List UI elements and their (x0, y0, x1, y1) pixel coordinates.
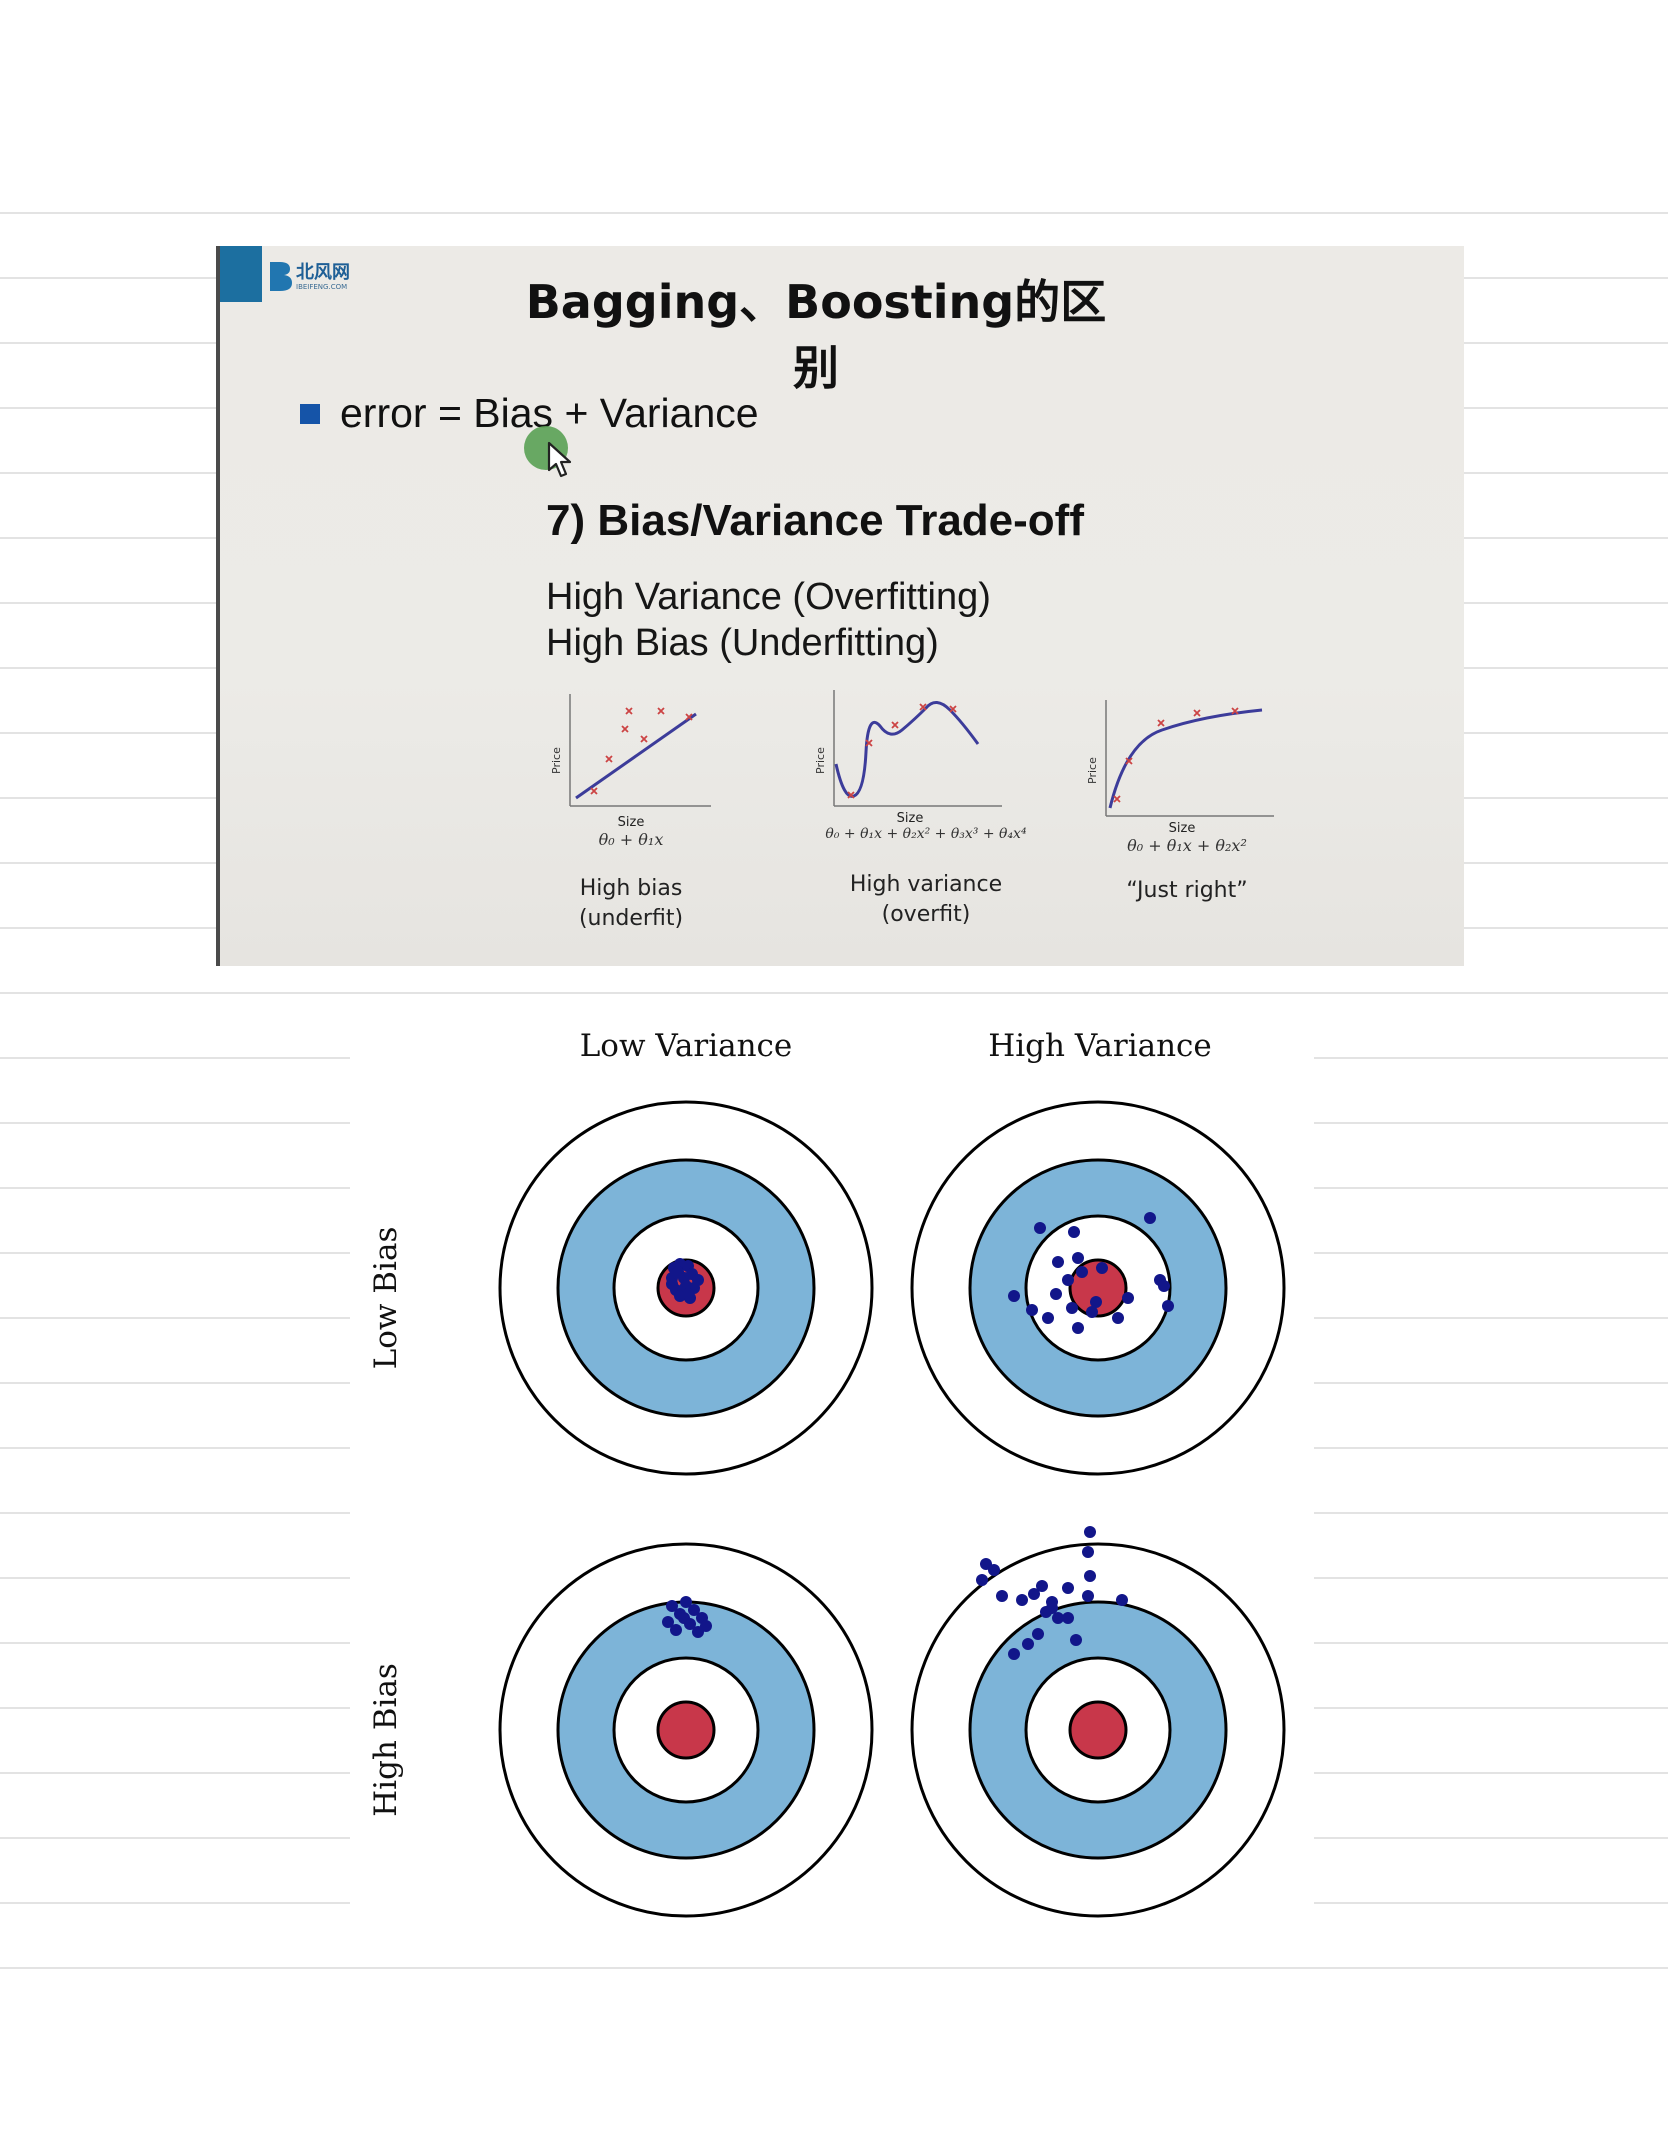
high-bias-line: High Bias (Underfitting) (546, 622, 939, 664)
hit-dot (1032, 1628, 1044, 1640)
plot-3-caption-line1: “Just right” (1126, 878, 1248, 903)
rule-line (0, 992, 1668, 994)
svg-text:Price: Price (1086, 757, 1099, 784)
hit-dot (1084, 1570, 1096, 1582)
bullseye (656, 1700, 716, 1760)
svg-text:IBEIFENG.COM: IBEIFENG.COM (296, 283, 347, 291)
hit-dot (692, 1274, 704, 1286)
hit-dot (662, 1616, 674, 1628)
plot-3-xlabel: Size (1168, 821, 1196, 836)
hit-dot (1082, 1590, 1094, 1602)
hit-dot (1050, 1288, 1062, 1300)
hit-dot (682, 1288, 694, 1300)
hit-dot (1144, 1212, 1156, 1224)
hit-dot (1082, 1546, 1094, 1558)
hit-dot (996, 1590, 1008, 1602)
rule-line (0, 1967, 1668, 1969)
hit-dot (688, 1604, 700, 1616)
hit-dot (1022, 1638, 1034, 1650)
hit-dot (1086, 1306, 1098, 1318)
rule-line (0, 212, 1668, 214)
hit-dot (988, 1564, 1000, 1576)
plot-overfit: Price (810, 682, 1010, 812)
plot-1-xlabel: Size (617, 815, 645, 830)
bullet-square-icon (300, 404, 320, 424)
hit-dot (1162, 1300, 1174, 1312)
plot-2-xlabel: Size (896, 811, 924, 826)
plot-3-caption: “Just right” (1072, 876, 1302, 906)
hit-dot (1070, 1634, 1082, 1646)
hit-dot (1052, 1612, 1064, 1624)
hit-dot (976, 1574, 988, 1586)
target-high-bias-low-variance (498, 1542, 874, 1918)
hit-dot (1062, 1274, 1074, 1286)
hit-dot (1122, 1292, 1134, 1304)
hit-dot (680, 1596, 692, 1608)
plot-2-caption-line1: High variance (849, 872, 1003, 897)
tradeoff-heading: 7) Bias/Variance Trade-off (546, 496, 1084, 545)
slide-photo: 北风网 IBEIFENG.COM Bagging、Boosting的区别 err… (216, 246, 1464, 966)
plot-1-caption-line1: High bias (579, 876, 683, 901)
hit-dot (1008, 1290, 1020, 1302)
hit-dot (700, 1620, 712, 1632)
logo-mark: 北风网 IBEIFENG.COM (266, 256, 386, 296)
hit-dot (670, 1624, 682, 1636)
plot-2-caption: High variance (overfit) (776, 870, 1076, 930)
mouse-pointer-icon (546, 440, 576, 480)
hit-dot (1008, 1648, 1020, 1660)
hit-dot (1112, 1312, 1124, 1324)
hit-dot (1026, 1304, 1038, 1316)
hit-dot (672, 1266, 684, 1278)
bullseye (1068, 1700, 1128, 1760)
hit-dot (1072, 1322, 1084, 1334)
target-low-bias-low-variance (498, 1100, 874, 1476)
hit-dot (1034, 1222, 1046, 1234)
hit-dot (1016, 1594, 1028, 1606)
plot-just-right: Price (1082, 692, 1282, 822)
hit-dot (1072, 1252, 1084, 1264)
hit-dot (678, 1612, 690, 1624)
hit-dot (1062, 1582, 1074, 1594)
targets-canvas (498, 1100, 1286, 1918)
hit-dot (1036, 1580, 1048, 1592)
slide-title: Bagging、Boosting的区别 (525, 275, 1107, 395)
high-variance-line: High Variance (Overfitting) (546, 576, 991, 618)
hit-dot (1090, 1296, 1102, 1308)
plot-1-caption-line2: (underfit) (578, 906, 684, 931)
hit-dot (1042, 1312, 1054, 1324)
hit-dot (1028, 1588, 1040, 1600)
hit-dot (1046, 1596, 1058, 1608)
hit-dot (1066, 1302, 1078, 1314)
svg-text:Price: Price (814, 747, 827, 774)
plot-1-formula: θ₀ + θ₁x (598, 830, 664, 849)
col-label-high-variance: High Variance (988, 1028, 1212, 1064)
target-low-bias-high-variance (910, 1100, 1286, 1476)
plot-underfit: Price (546, 686, 716, 816)
hit-dot (1096, 1262, 1108, 1274)
hit-dot (666, 1278, 678, 1290)
plot-2-caption-line2: (overfit) (881, 902, 971, 927)
target-high-bias-high-variance (910, 1526, 1286, 1918)
logo-block (220, 246, 262, 302)
hit-dot (1052, 1256, 1064, 1268)
plot-1-caption: High bias (underfit) (516, 874, 746, 934)
slide-edge (216, 246, 220, 966)
col-label-low-variance: Low Variance (579, 1028, 793, 1064)
logo-b-icon: 北风网 IBEIFENG.COM (270, 262, 350, 291)
plot-3-formula: θ₀ + θ₁x + θ₂x² (1127, 836, 1247, 855)
hit-dot (1076, 1266, 1088, 1278)
hit-dot (1084, 1526, 1096, 1538)
hit-dot (1062, 1612, 1074, 1624)
bias-variance-targets-figure: Low Variance High Variance Low Bias High… (350, 1016, 1314, 1936)
hit-dot (1116, 1594, 1128, 1606)
hit-dot (1068, 1226, 1080, 1238)
hit-dot (1158, 1280, 1170, 1292)
hit-dot (666, 1600, 678, 1612)
plot-2-formula: θ₀ + θ₁x + θ₂x² + θ₃x³ + θ₄x⁴ (825, 826, 1027, 842)
svg-text:Price: Price (550, 747, 563, 774)
svg-text:北风网: 北风网 (296, 262, 350, 283)
